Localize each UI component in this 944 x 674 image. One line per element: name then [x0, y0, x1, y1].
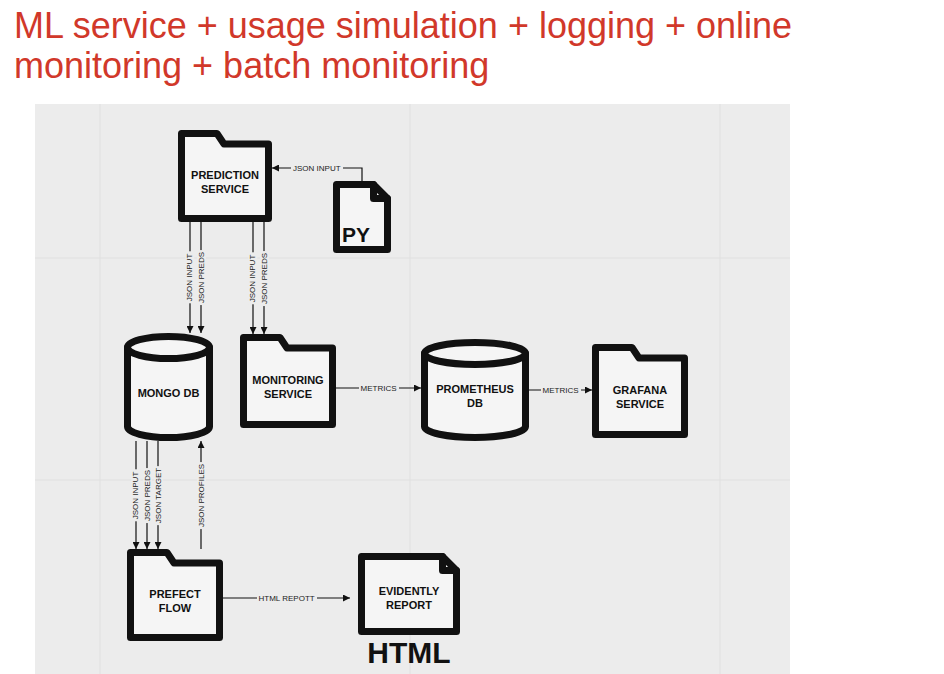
outline-path: [182, 134, 269, 219]
flow-label: JSON PREDS: [197, 250, 206, 305]
outline-path: [425, 354, 526, 365]
file-type-label: HTML: [367, 637, 450, 669]
node-text-area: PROMETHEUS DB: [421, 361, 529, 433]
canvas-grid: [35, 104, 790, 674]
database-cylinder: PROMETHEUS DB: [421, 339, 529, 441]
flow-label: JSON PROFILES: [197, 461, 206, 528]
node-text-area: HTML: [350, 635, 468, 670]
flow-label: HTML REPOTT: [257, 594, 317, 603]
node-label: GRAFANA SERVICE: [601, 384, 679, 412]
script-file: PY: [333, 181, 391, 253]
outline-path: [337, 185, 388, 250]
flow-label: JSON INPUT: [185, 252, 194, 304]
service-folder: PREDICTION SERVICE: [178, 130, 272, 222]
node-label: PROMETHEUS DB: [433, 383, 517, 411]
outline-path: [443, 557, 457, 571]
flow-label: JSON INPUT: [131, 469, 140, 521]
node-text-area: MONITORING SERVICE: [240, 348, 336, 428]
node-label: MONGO DB: [138, 387, 200, 401]
outline-path: [596, 348, 685, 435]
outline-path: [131, 553, 220, 638]
outline-path: [128, 348, 210, 359]
node-text-area: PREDICTION SERVICE: [178, 144, 272, 222]
node-text-area: MONGO DB: [124, 355, 213, 433]
flow-label: JSON INPUT: [291, 164, 343, 173]
service-folder: PREFECT FLOW: [127, 549, 223, 641]
flow-label: JSON PREDS: [143, 467, 152, 522]
outline-path: [362, 557, 457, 632]
node-label: PREDICTION SERVICE: [187, 169, 263, 197]
flow-label: METRICS: [541, 386, 581, 395]
report-file: EVIDENTLY REPORT HTML: [350, 553, 468, 670]
node-label: PREFECT FLOW: [136, 588, 214, 616]
service-folder: MONITORING SERVICE: [240, 334, 336, 428]
outline-path: [244, 338, 333, 425]
flow-label: METRICS: [359, 384, 399, 393]
canvas-ground: [35, 104, 790, 674]
service-folder: GRAFANA SERVICE: [592, 344, 688, 438]
outline-path: [374, 185, 388, 199]
flow-label: JSON TARGET: [154, 465, 163, 524]
outline-path: [128, 337, 210, 438]
node-text-area: PY: [333, 181, 391, 253]
node-text-area: PREFECT FLOW: [127, 563, 223, 641]
node-label: MONITORING SERVICE: [249, 374, 327, 402]
database-cylinder: MONGO DB: [124, 333, 213, 441]
outline-path: [425, 343, 526, 438]
file-type-label: PY: [342, 224, 370, 246]
node-text-area: EVIDENTLY REPORT: [350, 553, 468, 635]
flow-label: JSON INPUT: [248, 252, 257, 304]
slide-title: ML service + usage simulation + logging …: [14, 6, 940, 86]
node-text-area: GRAFANA SERVICE: [592, 358, 688, 438]
flow-label: JSON PREDS: [260, 250, 269, 305]
node-outline: [124, 333, 213, 441]
node-label: EVIDENTLY REPORT: [364, 585, 454, 613]
